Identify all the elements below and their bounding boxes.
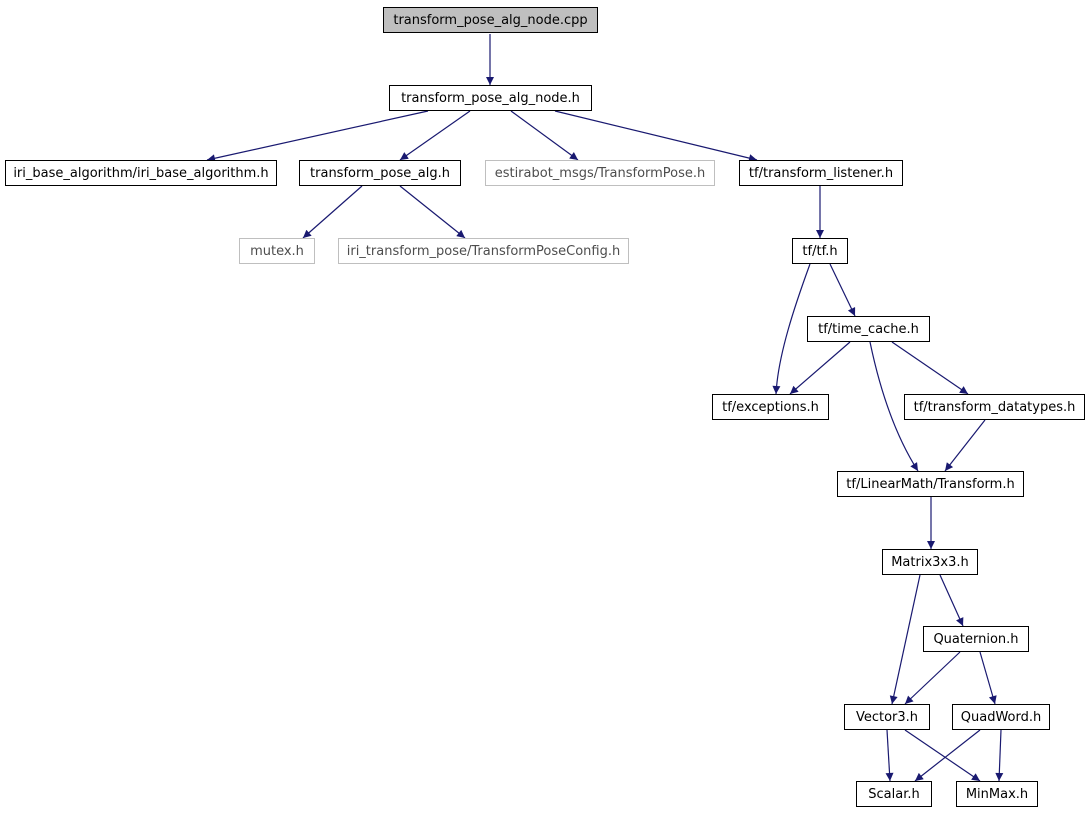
node-quadword-h[interactable]: QuadWord.h xyxy=(952,704,1050,730)
node-vector3-h[interactable]: Vector3.h xyxy=(844,704,930,730)
node-transform-pose-alg-node-cpp: transform_pose_alg_node.cpp xyxy=(383,7,598,33)
node-tf-time-cache-h[interactable]: tf/time_cache.h xyxy=(807,316,930,342)
edge-node-h-to-alg-h xyxy=(399,110,471,161)
node-tf-transform-listener-h[interactable]: tf/transform_listener.h xyxy=(739,160,903,186)
edge-node-h-to-iri-base xyxy=(206,110,429,163)
edge-datatypes-to-transform xyxy=(944,419,986,472)
edge-time-cache-to-exceptions xyxy=(789,341,851,395)
edge-quadword-to-minmax xyxy=(995,729,1004,782)
node-tf-tf-h[interactable]: tf/tf.h xyxy=(792,238,848,264)
node-tf-linearmath-transform-h[interactable]: tf/LinearMath/Transform.h xyxy=(837,471,1024,497)
node-quaternion-h[interactable]: Quaternion.h xyxy=(923,626,1029,652)
node-matrix3x3-h[interactable]: Matrix3x3.h xyxy=(882,549,978,575)
node-transform-pose-alg-h[interactable]: transform_pose_alg.h xyxy=(299,160,461,186)
node-mutex-h: mutex.h xyxy=(239,238,315,264)
node-iri-transform-pose-config-h: iri_transform_pose/TransformPoseConfig.h xyxy=(338,238,629,264)
edge-node-h-to-estirabot xyxy=(510,110,579,161)
node-transform-pose-alg-node-h[interactable]: transform_pose_alg_node.h xyxy=(389,85,592,111)
edge-vector3-to-scalar xyxy=(885,729,894,782)
edge-tf-to-time-cache xyxy=(829,263,856,317)
node-scalar-h[interactable]: Scalar.h xyxy=(856,781,932,807)
node-estirabot-msgs-transformpose-h: estirabot_msgs/TransformPose.h xyxy=(485,160,715,186)
edge-alg-h-to-config xyxy=(399,185,466,239)
edge-tf-to-exceptions xyxy=(772,263,811,395)
edge-time-cache-to-transform xyxy=(869,341,919,472)
edge-matrix-to-quaternion xyxy=(939,574,964,627)
node-iri-base-algorithm-h[interactable]: iri_base_algorithm/iri_base_algorithm.h xyxy=(5,160,277,186)
edge-vector3-to-minmax xyxy=(904,729,981,782)
edge-time-cache-to-datatypes xyxy=(891,341,969,395)
edge-quaternion-to-quadword xyxy=(979,651,997,705)
edge-matrix-to-vector3 xyxy=(889,574,921,705)
edge-quaternion-to-vector3 xyxy=(904,651,961,705)
node-tf-transform-datatypes-h[interactable]: tf/transform_datatypes.h xyxy=(904,394,1085,420)
edge-alg-h-to-mutex xyxy=(302,185,363,239)
node-minmax-h[interactable]: MinMax.h xyxy=(956,781,1038,807)
node-tf-exceptions-h[interactable]: tf/exceptions.h xyxy=(712,394,829,420)
edge-node-h-to-listener xyxy=(554,110,758,163)
edge-quadword-to-scalar xyxy=(914,729,981,782)
